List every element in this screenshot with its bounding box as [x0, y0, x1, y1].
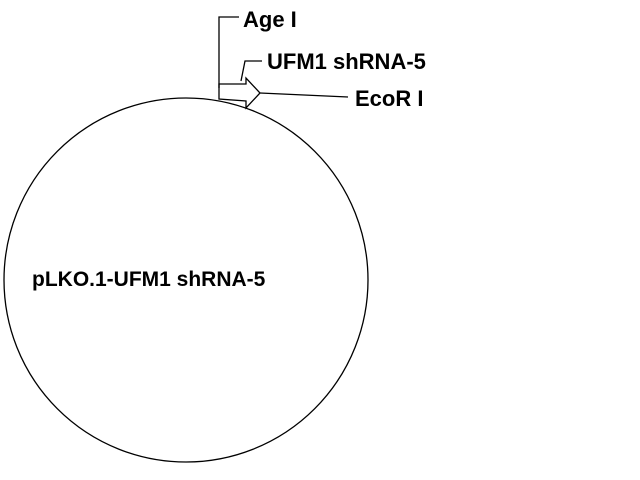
- plasmid-name-label: pLKO.1-UFM1 shRNA-5: [32, 268, 266, 291]
- ecor-i-label: EcoR I: [355, 86, 423, 111]
- ecor-i-leader-line: [259, 92, 349, 98]
- plasmid-backbone-circle: [3, 97, 369, 463]
- insert-arrow: [218, 76, 261, 110]
- insert-label: UFM1 shRNA-5: [267, 49, 426, 74]
- age-i-label: Age I: [243, 7, 297, 32]
- insert-leader-line: [240, 60, 262, 82]
- age-i-leader-line: [218, 16, 239, 88]
